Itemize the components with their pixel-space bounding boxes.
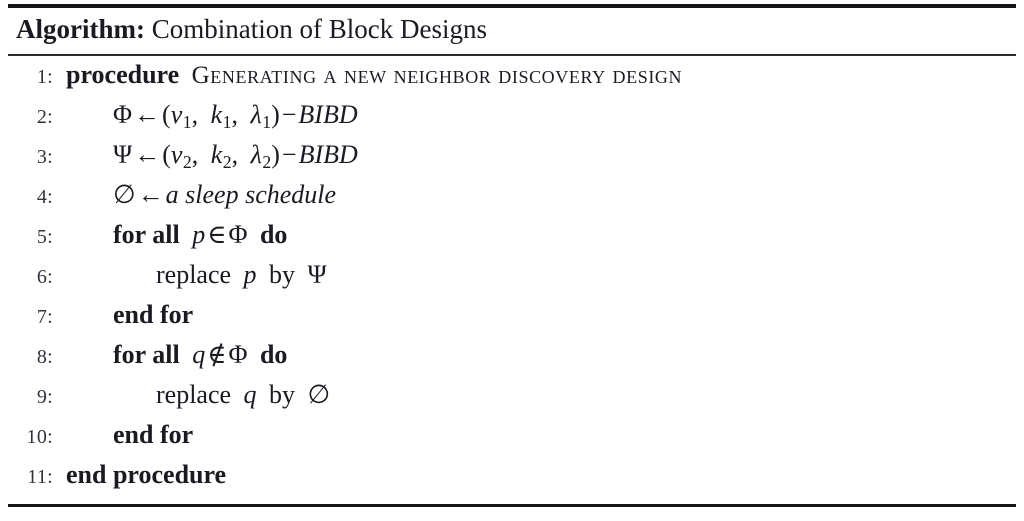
keyword-do: do xyxy=(259,340,288,369)
line-content: ∅←a sleep schedule xyxy=(53,180,336,210)
paren-open: ( xyxy=(162,140,171,169)
keyword-end-for: end for xyxy=(113,420,194,449)
line-content: replace q by ∅ xyxy=(53,380,330,410)
assign-arrow-icon: ← xyxy=(134,100,161,129)
keyword-end-for: end for xyxy=(113,300,194,329)
keyword-do: do xyxy=(259,220,288,249)
algorithm-line: 4 ∅←a sleep schedule xyxy=(8,180,1016,220)
param-lambda: λ2 xyxy=(250,140,272,172)
design-bibd: BIBD xyxy=(298,140,358,169)
algorithm-line: 10 end for xyxy=(8,420,1016,460)
line-content: end for xyxy=(53,420,193,450)
line-number: 8 xyxy=(8,346,53,369)
line-content: end procedure xyxy=(53,460,226,490)
top-rule xyxy=(8,4,1016,8)
bottom-rule xyxy=(8,504,1016,507)
loop-variable: p xyxy=(192,220,206,249)
assign-arrow-icon: ← xyxy=(134,140,161,169)
param-lambda: λ1 xyxy=(250,100,272,132)
line-number: 9 xyxy=(8,386,53,409)
symbol-phi: Φ xyxy=(113,100,133,129)
algorithm-line: 3 Ψ←(v2, k2, λ2)−BIBD xyxy=(8,140,1016,180)
line-number: 3 xyxy=(8,146,53,169)
verb-replace: replace xyxy=(156,260,232,289)
algorithm-line: 1 procedure Generating a new neighbor di… xyxy=(8,60,1016,100)
line-number: 1 xyxy=(8,66,53,89)
loop-variable: q xyxy=(243,380,257,409)
minus-sign: − xyxy=(281,140,297,169)
line-number: 11 xyxy=(8,466,53,489)
preposition-by: by xyxy=(269,380,296,409)
algorithm-line: 5 for all p∈Φ do xyxy=(8,220,1016,260)
comma: , xyxy=(191,140,199,169)
symbol-psi: Ψ xyxy=(113,140,133,169)
preposition-by: by xyxy=(269,260,296,289)
paren-close: ) xyxy=(271,140,280,169)
paren-close: ) xyxy=(271,100,280,129)
symbol-emptyset: ∅ xyxy=(307,380,331,409)
assign-arrow-icon: ← xyxy=(137,180,164,209)
line-number: 4 xyxy=(8,186,53,209)
symbol-phi: Φ xyxy=(228,340,248,369)
algorithm-line: 7 end for xyxy=(8,300,1016,340)
line-number: 5 xyxy=(8,226,53,249)
verb-replace: replace xyxy=(156,380,232,409)
line-content: for all p∈Φ do xyxy=(53,220,287,250)
algorithm-lines: 1 procedure Generating a new neighbor di… xyxy=(8,56,1016,500)
loop-variable: q xyxy=(192,340,206,369)
algorithm-line: 6 replace p by Ψ xyxy=(8,260,1016,300)
keyword-for-all: for all xyxy=(113,340,180,369)
algorithm-line: 8 for all q∉Φ do xyxy=(8,340,1016,380)
line-number: 10 xyxy=(8,426,53,449)
procedure-name: Generating a new neighbor discovery desi… xyxy=(191,62,683,89)
line-content: replace p by Ψ xyxy=(53,260,327,290)
algorithm-title: Combination of Block Designs xyxy=(151,14,487,44)
not-element-of-symbol: ∉ xyxy=(207,340,227,369)
paren-open: ( xyxy=(162,100,171,129)
header-rule xyxy=(8,54,1016,56)
param-k: k2 xyxy=(210,140,232,172)
algorithm-block: Algorithm: Combination of Block Designs … xyxy=(8,4,1016,507)
line-content: Φ←(v1, k1, λ1)−BIBD xyxy=(53,100,358,133)
line-number: 7 xyxy=(8,306,53,329)
param-v: v1 xyxy=(170,100,192,132)
param-v: v2 xyxy=(170,140,192,172)
line-number: 6 xyxy=(8,266,53,289)
symbol-phi: Φ xyxy=(228,220,248,249)
algorithm-line: 11 end procedure xyxy=(8,460,1016,500)
algorithm-line: 9 replace q by ∅ xyxy=(8,380,1016,420)
symbol-emptyset: ∅ xyxy=(113,180,136,209)
comma: , xyxy=(191,100,199,129)
minus-sign: − xyxy=(281,100,297,129)
element-of-symbol: ∈ xyxy=(207,220,227,249)
line-content: procedure Generating a new neighbor disc… xyxy=(53,60,682,90)
line-number: 2 xyxy=(8,106,53,129)
algorithm-line: 2 Φ←(v1, k1, λ1)−BIBD xyxy=(8,100,1016,140)
sleep-schedule-text: a sleep schedule xyxy=(165,180,337,209)
comma: , xyxy=(231,140,239,169)
keyword-for-all: for all xyxy=(113,220,180,249)
line-content: Ψ←(v2, k2, λ2)−BIBD xyxy=(53,140,358,173)
algorithm-caption: Algorithm: Combination of Block Designs xyxy=(8,8,1016,51)
param-k: k1 xyxy=(210,100,232,132)
algorithm-keyword: Algorithm: xyxy=(16,14,145,44)
line-content: end for xyxy=(53,300,193,330)
loop-variable: p xyxy=(243,260,257,289)
symbol-psi: Ψ xyxy=(307,260,327,289)
line-content: for all q∉Φ do xyxy=(53,340,287,370)
design-bibd: BIBD xyxy=(298,100,358,129)
keyword-end-procedure: end procedure xyxy=(66,460,227,489)
keyword-procedure: procedure xyxy=(66,60,180,89)
comma: , xyxy=(231,100,238,129)
